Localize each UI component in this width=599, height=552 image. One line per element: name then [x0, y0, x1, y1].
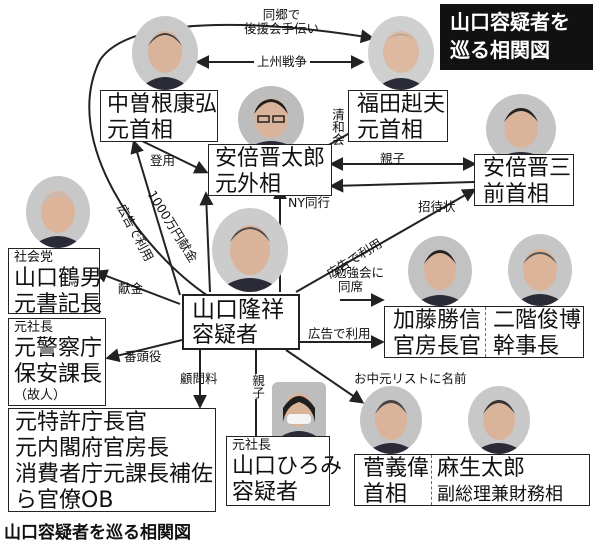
- officials-line-2: 元内閣府官房長: [15, 436, 170, 461]
- label-ochugen: お中元リストに名前: [354, 371, 467, 386]
- label-parent-child-hiromi: 親子: [250, 374, 265, 399]
- takayoshi-title: 容疑者: [192, 323, 259, 348]
- nakasone-title: 元首相: [107, 118, 174, 143]
- node-shintaro: 安倍晋太郎 元外相: [208, 144, 332, 197]
- suga-name: 菅義偉: [363, 456, 430, 481]
- photo-nakasone: [132, 16, 198, 90]
- officials-line-3: 消費者庁元課長補佐: [15, 462, 214, 487]
- edge-donation-10m: [199, 191, 214, 293]
- officials-line-4: ら官僚OB: [15, 488, 114, 513]
- title-line-2: 巡る相関図: [450, 38, 550, 62]
- label-study-group: 勉強会に 同席: [334, 266, 384, 294]
- tsuruo-name: 山口鶴男: [14, 266, 103, 291]
- label-ad-use-kato: 広告で利用: [308, 326, 371, 341]
- label-ny-trip: NY同行: [288, 195, 330, 210]
- photo-kato: [408, 236, 472, 306]
- edge-ochugen: [285, 349, 365, 404]
- edge-appointed: [139, 139, 209, 174]
- label-seiwakai: 清和会: [330, 108, 345, 146]
- shintaro-name: 安倍晋太郎: [215, 146, 326, 171]
- title-line-1: 山口容疑者を: [450, 10, 570, 34]
- node-fukuda: 福田赳夫 元首相: [348, 90, 448, 143]
- kato-nikai-divider: [485, 307, 486, 357]
- label-chief-aide: 番頭役: [124, 349, 162, 364]
- photo-shintaro: [238, 86, 304, 152]
- node-police: 元社長 元警察庁 保安課長 （故人）: [8, 318, 106, 406]
- node-suga-aso: 菅義偉 首相 麻生太郎 副総理兼財務相: [354, 454, 590, 507]
- label-donation: 献金: [118, 281, 144, 296]
- node-hiromi: 元社長 山口ひろみ 容疑者: [226, 436, 343, 506]
- aso-name: 麻生太郎: [437, 456, 526, 481]
- photo-hiromi: [272, 382, 326, 440]
- hiromi-title: 容疑者: [232, 480, 299, 505]
- node-officials: 元特許庁長官 元内閣府官房長 消費者庁元課長補佐 ら官僚OB: [8, 408, 216, 513]
- police-line-1: 元警察庁: [14, 336, 103, 361]
- police-note: （故人）: [14, 388, 67, 403]
- edge-chief-aide: [105, 339, 183, 363]
- police-line-2: 保安課長: [14, 362, 103, 387]
- node-kato-nikai: 加藤勝信 官房長官 二階俊博 幹事長: [384, 306, 584, 359]
- edge-ad-use-shinzo: [295, 188, 477, 293]
- photo-aso: [468, 386, 530, 454]
- label-hometown-line-2: 後援会手伝い: [244, 21, 320, 36]
- photo-fukuda: [368, 16, 434, 90]
- edge-hometown: [88, 23, 375, 297]
- photo-nikai: [508, 234, 572, 306]
- label-study-group-line-1: 勉強会に: [334, 265, 385, 280]
- fukuda-name: 福田赳夫: [357, 92, 446, 117]
- node-yamaguchi-tsuruo: 社会党 山口鶴男 元書記長: [8, 248, 103, 317]
- label-joshu-war: 上州戦争: [254, 55, 311, 69]
- photo-yamaguchi-takayoshi: [212, 208, 288, 292]
- suga-title: 首相: [363, 482, 408, 507]
- officials-line-1: 元特許庁長官: [15, 410, 148, 435]
- node-nakasone: 中曽根康弘 元首相: [100, 90, 218, 143]
- figure-caption: 山口容疑者を巡る相関図: [4, 523, 191, 543]
- photo-suga: [360, 386, 422, 454]
- label-hometown-line-1: 同郷で: [262, 7, 301, 22]
- label-advisor-fee: 顧問料: [180, 371, 218, 386]
- label-parent-child-top: 親子: [380, 151, 406, 166]
- takayoshi-name: 山口隆祥: [192, 297, 284, 323]
- kato-name: 加藤勝信: [393, 308, 482, 333]
- fukuda-title: 元首相: [357, 118, 424, 143]
- photo-yamaguchi-tsuruo: [26, 176, 90, 248]
- hiromi-name: 山口ひろみ: [232, 454, 343, 479]
- police-tag: 元社長: [14, 320, 54, 335]
- node-yamaguchi-takayoshi: 山口隆祥 容疑者: [182, 294, 300, 350]
- shinzo-name: 安倍晋三: [483, 156, 572, 181]
- tsuruo-title: 元書記長: [14, 292, 103, 317]
- label-hometown: 同郷で 後援会手伝い: [244, 8, 319, 36]
- photo-shinzo: [486, 94, 556, 164]
- suga-aso-divider: [431, 455, 432, 505]
- edge-ad-use-nakasone: [130, 139, 181, 296]
- shinzo-title: 前首相: [483, 182, 550, 207]
- label-invitation: 招待状: [418, 199, 456, 214]
- nakasone-name: 中曽根康弘: [107, 92, 218, 117]
- edge-donation: [93, 269, 181, 305]
- hiromi-tag: 元社長: [232, 438, 272, 453]
- node-shinzo: 安倍晋三 前首相: [474, 154, 574, 207]
- label-appointed: 登用: [150, 153, 176, 168]
- nikai-name: 二階俊博: [493, 308, 582, 333]
- diagram-title: 山口容疑者を 巡る相関図: [440, 4, 593, 70]
- edge-invitation: [329, 178, 475, 193]
- shintaro-title: 元外相: [215, 172, 282, 197]
- tsuruo-tag: 社会党: [14, 250, 54, 265]
- nikai-title: 幹事長: [493, 334, 560, 359]
- label-study-group-line-2: 同席: [338, 279, 364, 294]
- kato-title: 官房長官: [393, 334, 482, 359]
- aso-title: 副総理兼財務相: [437, 484, 563, 505]
